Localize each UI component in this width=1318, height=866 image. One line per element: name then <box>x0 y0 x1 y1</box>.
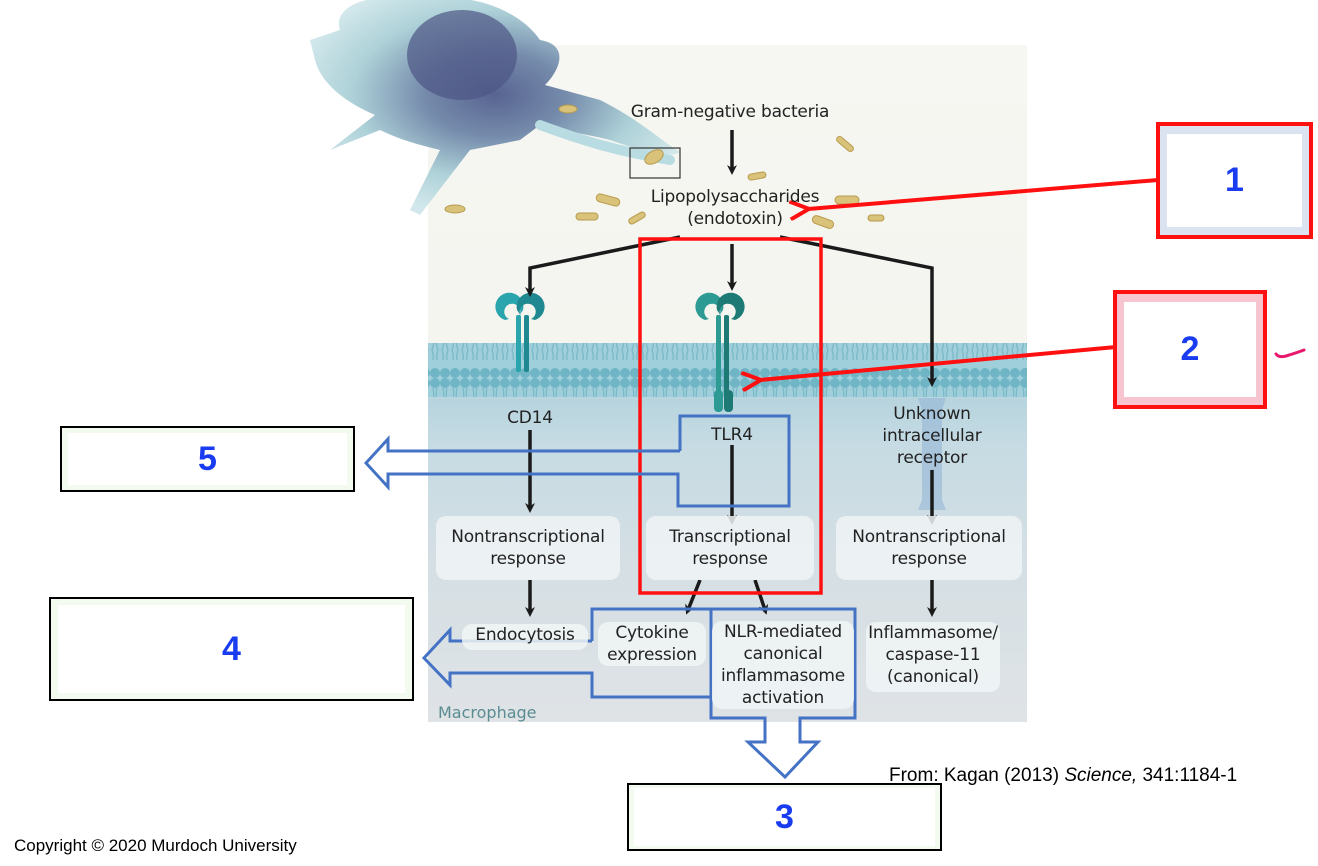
response-middle: Transcriptional response <box>646 516 814 580</box>
nlr-line-1: NLR-mediated <box>724 622 842 642</box>
pathway-arrows <box>525 130 937 617</box>
unknown-receptor-icon <box>918 398 946 510</box>
answer-box-4[interactable]: 4 <box>49 597 414 701</box>
citation-journal: Science, <box>1064 765 1138 786</box>
response-right-line-1: Nontranscriptional <box>852 527 1006 547</box>
label-unknown-receptor: Unknown intracellular receptor <box>862 403 1002 469</box>
answer-number-5: 5 <box>198 439 217 478</box>
bacteria-icons <box>444 104 885 229</box>
tlr4-receptor-icon <box>695 292 745 412</box>
nlr-line-3: inflammasome <box>720 666 846 686</box>
response-middle-line-1: Transcriptional <box>669 527 791 547</box>
unknown-line-2: intracellular <box>882 426 982 446</box>
outcome-inflammasome: Inflammasome/ caspase-11 (canonical) <box>866 622 1000 692</box>
inflammasome-line-3: (canonical) <box>887 667 979 687</box>
response-right-line-2: response <box>891 549 967 569</box>
answer-box-5[interactable]: 5 <box>60 426 355 492</box>
inflammasome-line-1: Inflammasome/ <box>868 623 998 643</box>
block-arrow-to-5 <box>363 414 791 508</box>
response-middle-line-2: response <box>692 549 768 569</box>
response-right: Nontranscriptional response <box>836 516 1022 580</box>
outcome-endocytosis: Endocytosis <box>462 624 588 650</box>
tlr4-pathway-highlight <box>638 237 823 595</box>
answer-number-3: 3 <box>775 797 794 836</box>
figure-citation: From: Kagan (2013) Science, 341:1184-1 <box>889 765 1237 787</box>
label-macrophage: Macrophage <box>438 703 537 722</box>
label-cd14: CD14 <box>507 408 553 428</box>
answer-number-2: 2 <box>1180 330 1200 368</box>
response-left-line-1: Nontranscriptional <box>451 527 605 547</box>
copyright-footer: Copyright © 2020 Murdoch University <box>14 836 297 855</box>
answer-number-1: 1 <box>1225 161 1244 199</box>
pink-pen-mark <box>1274 348 1306 359</box>
lps-line-1: Lipopolysaccharides <box>650 187 820 207</box>
zoom-inset-box <box>629 147 681 179</box>
block-arrow-to-4 <box>421 607 713 699</box>
lps-line-2: (endotoxin) <box>687 209 783 229</box>
label-lps: Lipopolysaccharides (endotoxin) <box>620 186 850 230</box>
outcome-cytokine: Cytokine expression <box>598 622 706 666</box>
answer-number-4: 4 <box>222 629 241 668</box>
nlr-line-2: canonical <box>743 644 823 664</box>
outcome-nlr: NLR-mediated canonical inflammasome acti… <box>712 621 854 709</box>
cd14-receptor-icon <box>495 292 545 372</box>
block-arrow-to-3 <box>709 607 857 780</box>
unknown-line-1: Unknown <box>893 404 971 424</box>
citation-prefix: From: Kagan (2013) <box>889 765 1065 786</box>
label-gram-negative-bacteria: Gram-negative bacteria <box>630 102 830 122</box>
arrow-1-to-lps <box>808 178 1159 209</box>
answer-box-2[interactable]: 2 <box>1113 290 1267 409</box>
answer-box-1[interactable]: 1 <box>1156 122 1313 239</box>
inflammasome-line-2: caspase-11 <box>885 645 981 665</box>
arrow-2-to-tlr4 <box>760 345 1117 380</box>
response-left: Nontranscriptional response <box>436 516 620 580</box>
answer-box-3[interactable]: 3 <box>627 783 942 851</box>
cytokine-line-2: expression <box>607 645 697 665</box>
cytokine-line-1: Cytokine <box>615 623 689 643</box>
unknown-line-3: receptor <box>896 448 968 468</box>
response-left-line-2: response <box>490 549 566 569</box>
label-tlr4: TLR4 <box>711 425 753 445</box>
blue-annotations <box>363 414 857 780</box>
citation-suffix: 341:1184-1 <box>1137 765 1238 786</box>
nlr-line-4: activation <box>741 688 825 708</box>
